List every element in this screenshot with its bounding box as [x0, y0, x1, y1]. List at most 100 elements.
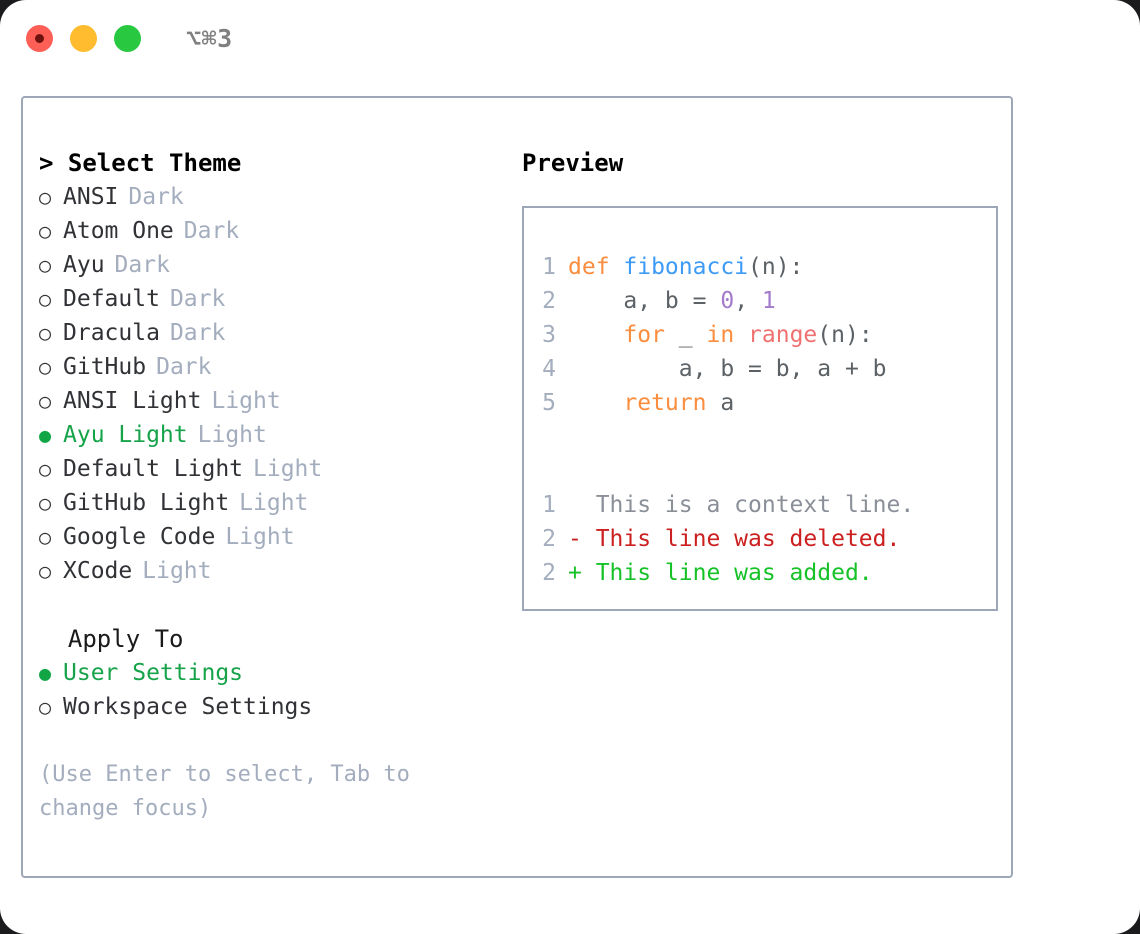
theme-selection-column: > Select Theme ○ ANSI Dark ○ Atom One Da…: [39, 146, 509, 876]
theme-option-dracula[interactable]: ○ Dracula Dark: [39, 316, 509, 350]
line-number: 2: [542, 560, 556, 586]
theme-option-label: Ayu: [63, 252, 105, 278]
token: a: [706, 390, 735, 416]
line-number: 1: [542, 492, 556, 518]
theme-option-xcode[interactable]: ○ XCode Light: [39, 554, 509, 588]
token: a, b =: [568, 288, 721, 314]
token: def: [568, 254, 624, 280]
diff-line-context: 1 This is a context line.: [524, 488, 996, 522]
code-content: a, b = b, a + b: [568, 352, 887, 386]
radio-icon: ○: [39, 457, 52, 481]
theme-option-label: Google Code: [63, 524, 216, 550]
theme-option-label: XCode: [63, 558, 133, 584]
theme-option-list: ○ ANSI Dark ○ Atom One Dark ○ Ayu Dark: [39, 180, 509, 588]
radio-icon: ○: [39, 185, 52, 209]
close-window-button[interactable]: [26, 24, 53, 52]
line-number: 5: [542, 390, 556, 416]
line-number: 4: [542, 356, 556, 382]
radio-icon: ○: [39, 525, 52, 549]
title-bar: ⌥⌘3: [0, 0, 1140, 76]
theme-option-tag: Dark: [183, 218, 240, 244]
token: ,: [734, 288, 762, 314]
theme-option-tag: Light: [197, 422, 267, 448]
token: (n):: [817, 322, 873, 348]
code-line: 1 def fibonacci(n):: [524, 250, 996, 284]
radio-icon: ○: [39, 287, 52, 311]
theme-option-label: Atom One: [63, 218, 174, 244]
token: fibonacci: [623, 254, 749, 280]
main-panel: > Select Theme ○ ANSI Dark ○ Atom One Da…: [21, 96, 1013, 878]
theme-option-label: GitHub: [63, 354, 147, 380]
section-spacer: [39, 588, 509, 622]
apply-to-option-list: ● User Settings ○ Workspace Settings: [39, 656, 509, 724]
apply-option-label: User Settings: [63, 660, 244, 686]
radio-selected-icon: ●: [39, 423, 52, 447]
theme-option-ayu[interactable]: ○ Ayu Dark: [39, 248, 509, 282]
theme-option-ansi[interactable]: ○ ANSI Dark: [39, 180, 509, 214]
radio-icon: ○: [39, 219, 52, 243]
radio-icon: ○: [39, 355, 52, 379]
line-number: 1: [542, 254, 556, 280]
radio-icon: ○: [39, 253, 52, 277]
theme-option-tag: Light: [142, 558, 212, 584]
theme-option-tag: Light: [239, 490, 309, 516]
token: (n):: [748, 254, 804, 280]
theme-option-default-light[interactable]: ○ Default Light Light: [39, 452, 509, 486]
window-controls: [26, 24, 141, 52]
theme-option-label: GitHub Light: [63, 490, 230, 516]
token: _: [664, 322, 707, 348]
theme-option-ayu-light[interactable]: ● Ayu Light Light: [39, 418, 509, 452]
radio-icon: ○: [39, 491, 52, 515]
preview-heading: Preview: [522, 149, 624, 177]
token: range: [748, 322, 818, 348]
diff-line-deleted: 2 - This line was deleted.: [524, 522, 996, 556]
theme-option-label: Dracula: [63, 320, 160, 346]
close-icon: [35, 33, 44, 43]
line-number: 3: [542, 322, 556, 348]
select-theme-heading: > Select Theme: [39, 149, 242, 177]
apply-option-workspace-settings[interactable]: ○ Workspace Settings: [39, 690, 509, 724]
code-content: return a: [568, 386, 734, 420]
theme-option-default[interactable]: ○ Default Dark: [39, 282, 509, 316]
token: a, b = b, a + b: [568, 356, 887, 382]
minimize-window-button[interactable]: [70, 24, 97, 52]
diff-content: + This line was added.: [568, 560, 873, 586]
code-blank-line: [524, 454, 996, 488]
theme-option-atom-one[interactable]: ○ Atom One Dark: [39, 214, 509, 248]
preview-column: Preview 1 def fibonacci(n): 2 a, b = 0, …: [509, 146, 1011, 876]
theme-option-google-code[interactable]: ○ Google Code Light: [39, 520, 509, 554]
code-line: 2 a, b = 0, 1: [524, 284, 996, 318]
token: 1: [761, 288, 776, 314]
diff-line-added: 2 + This line was added.: [524, 556, 996, 590]
theme-option-github-light[interactable]: ○ GitHub Light Light: [39, 486, 509, 520]
theme-option-tag: Light: [211, 388, 281, 414]
theme-option-label: Ayu Light: [63, 422, 188, 448]
code-line: 5 return a: [524, 386, 996, 420]
token: 0: [720, 288, 735, 314]
token: [568, 390, 623, 416]
theme-option-label: ANSI: [63, 184, 119, 210]
apply-to-heading: Apply To: [39, 625, 184, 653]
radio-selected-icon: ●: [39, 661, 52, 685]
theme-option-tag: Light: [253, 456, 323, 482]
code-content: def fibonacci(n):: [568, 250, 803, 284]
code-content: for _ in range(n):: [568, 318, 873, 352]
theme-option-tag: Light: [225, 524, 295, 550]
diff-content: This is a context line.: [568, 492, 915, 518]
code-line: 4 a, b = b, a + b: [524, 352, 996, 386]
code-blank-line: [524, 420, 996, 454]
token: [568, 322, 623, 348]
keyboard-shortcut-label: ⌥⌘3: [186, 23, 233, 53]
theme-option-label: Default Light: [63, 456, 244, 482]
line-number: 2: [542, 526, 556, 552]
apply-option-user-settings[interactable]: ● User Settings: [39, 656, 509, 690]
theme-option-tag: Dark: [169, 286, 226, 312]
theme-option-tag: Dark: [114, 252, 170, 278]
code-line: 3 for _ in range(n):: [524, 318, 996, 352]
theme-option-github[interactable]: ○ GitHub Dark: [39, 350, 509, 384]
apply-option-label: Workspace Settings: [63, 694, 313, 720]
token: for: [623, 322, 665, 348]
theme-option-ansi-light[interactable]: ○ ANSI Light Light: [39, 384, 509, 418]
maximize-window-button[interactable]: [114, 24, 141, 52]
